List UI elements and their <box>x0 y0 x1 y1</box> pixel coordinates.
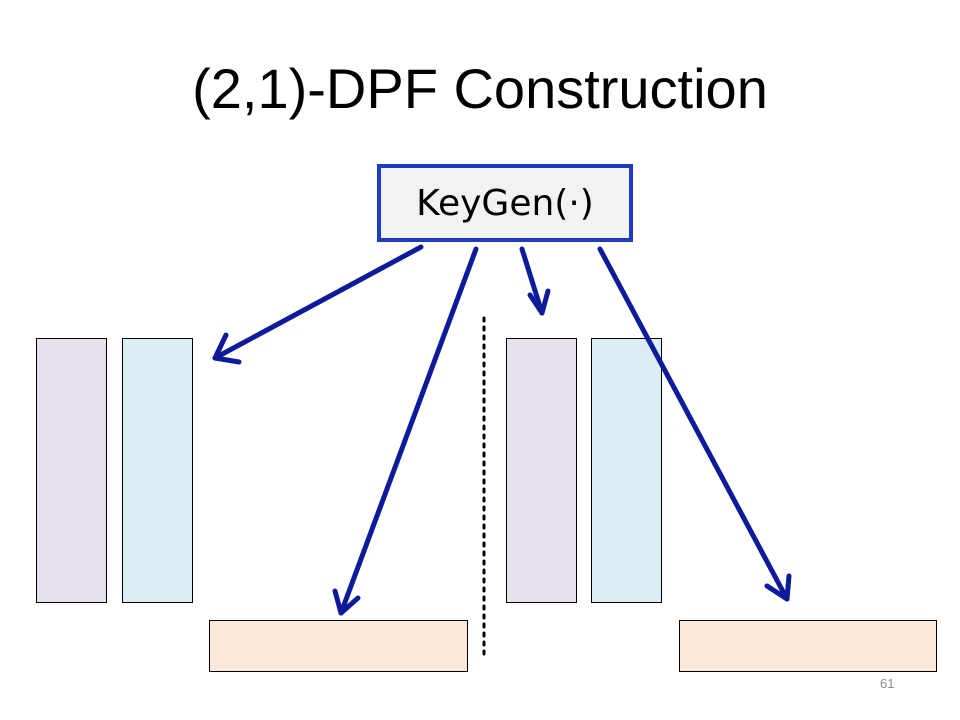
party2-output-block <box>679 620 937 672</box>
keygen-box: KeyGen(·) <box>377 164 633 242</box>
party1-key-block-purple <box>36 338 107 603</box>
arrow-to-party2-output <box>597 246 792 602</box>
slide-title: (2,1)-DPF Construction <box>192 57 768 120</box>
party2-key-block-purple <box>506 338 577 603</box>
keygen-label: KeyGen(·) <box>416 182 594 224</box>
party1-output-block <box>209 620 468 672</box>
arrow-to-party1-keys <box>212 244 424 365</box>
party1-key-block-blue <box>122 338 193 603</box>
party2-key-block-blue <box>591 338 662 603</box>
arrow-to-party2-keys <box>519 246 551 316</box>
arrow-to-party1-output <box>332 246 479 616</box>
page-number: 61 <box>880 676 895 691</box>
